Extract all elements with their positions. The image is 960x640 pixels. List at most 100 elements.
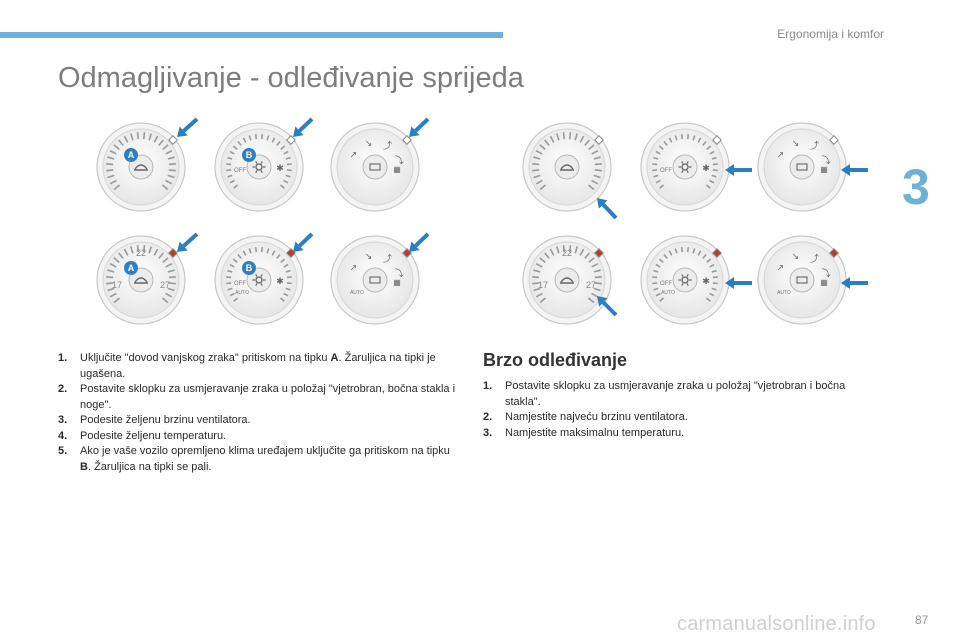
- dial-center: [672, 267, 698, 293]
- dial-tick: [153, 248, 159, 256]
- dial-tick: [535, 179, 543, 185]
- dial-tick: [562, 132, 566, 140]
- dial-tick: [229, 179, 235, 184]
- dial-tick: [549, 135, 555, 143]
- dial-tick: [533, 156, 541, 160]
- dial-tick: [271, 137, 276, 143]
- status-indicator: [402, 248, 412, 258]
- rear-screen-icon: [369, 163, 381, 171]
- dial-tick: [276, 141, 281, 146]
- air-distribution-icon: ↗: [350, 150, 358, 160]
- arrow-shaft: [182, 232, 199, 248]
- dial-tick: [227, 287, 233, 291]
- quick-defrost-list: 1.Postavite sklopku za usmjeravanje zrak…: [483, 379, 868, 441]
- air-distribution-icon: ↗: [777, 263, 785, 273]
- dial-tick: [584, 139, 590, 146]
- dial-tick: [162, 257, 169, 263]
- dial-tick: [697, 250, 702, 256]
- air-distribution-icon: ↘: [365, 251, 373, 261]
- fan-blade: [686, 283, 689, 286]
- dial-tick: [692, 135, 696, 141]
- arrow-head: [725, 164, 734, 176]
- status-indicator: [594, 135, 604, 145]
- button-badge: [242, 148, 256, 162]
- off-label: OFF: [234, 168, 246, 174]
- dial-tick: [587, 184, 595, 191]
- dial-tick: [663, 141, 668, 146]
- dial-tick: [107, 287, 115, 292]
- dial-tick: [106, 163, 114, 166]
- dial-tick: [248, 248, 252, 254]
- dial-tick: [158, 139, 164, 146]
- status-indicator: [286, 248, 296, 258]
- dial-tick: [161, 184, 169, 191]
- dial-tick: [593, 269, 601, 273]
- dial-tick: [658, 258, 664, 263]
- pointer-arrow: [597, 198, 618, 220]
- arrow-head: [841, 277, 850, 289]
- procedure-step: 5.Ako je vaše vozilo opremljeno klima ur…: [58, 445, 450, 473]
- dial-tick: [280, 145, 286, 150]
- rear-screen-icon: [369, 276, 381, 284]
- status-indicator: [829, 248, 839, 258]
- temp-mid-label: 22: [136, 248, 146, 258]
- dial-tick: [579, 135, 585, 143]
- windscreen-icon: ▦: [393, 278, 401, 287]
- air-distribution-icon: ↗: [350, 263, 358, 273]
- arrow-shaft: [414, 232, 430, 248]
- arrow-head: [409, 126, 420, 137]
- dial-tick: [106, 276, 114, 279]
- off-label: OFF: [660, 281, 672, 287]
- fan-icon: [681, 163, 689, 171]
- procedure-step: 3.Podesite željenu brzinu ventilatora.: [58, 414, 251, 426]
- fan-blade: [681, 274, 684, 277]
- dial-tick: [266, 135, 270, 141]
- dial-tick: [549, 248, 555, 256]
- dial-tick: [532, 276, 540, 279]
- air-distribution-icon: ↘: [365, 138, 373, 148]
- fan-blade: [681, 170, 684, 173]
- windscreen-icon: ▦: [820, 165, 828, 174]
- dial-tick: [711, 156, 717, 160]
- fan-blade: [255, 283, 258, 286]
- dial-tick: [165, 149, 173, 155]
- temp-min-label: 17: [538, 280, 548, 290]
- dial-tick: [285, 269, 291, 273]
- fan-blade: [681, 161, 684, 164]
- dial-tick: [594, 163, 602, 166]
- procedure-list: 1.Uključite "dovod vanjskog zraka" priti…: [58, 351, 456, 475]
- auto-label: AUTO: [661, 290, 675, 296]
- pointer-arrow: [597, 296, 618, 317]
- dial-tick: [668, 250, 673, 256]
- dial-tick: [702, 141, 707, 146]
- arrow-shaft: [298, 232, 314, 248]
- dial-tick: [655, 179, 661, 184]
- arrow-shaft: [601, 300, 618, 317]
- dial-tick: [279, 297, 285, 302]
- air-distribution-icon: ⤵: [395, 156, 404, 166]
- dial-tick: [535, 292, 543, 298]
- dial-tick: [168, 276, 176, 279]
- dial-tick: [167, 156, 175, 160]
- dial-tick: [233, 297, 239, 302]
- temp-min-label: 17: [112, 280, 122, 290]
- air-distribution-icon: ↘: [792, 251, 800, 261]
- status-indicator: [168, 135, 178, 145]
- dial-tick: [663, 254, 668, 259]
- dial-tick: [653, 287, 659, 291]
- dial-tick: [153, 135, 159, 143]
- dial-tick: [113, 144, 120, 150]
- dial-tick: [556, 246, 560, 254]
- dial-tick: [539, 144, 546, 150]
- dial-tick: [692, 248, 696, 254]
- dial-tick: [588, 144, 595, 150]
- climate-dial: OFF✱: [640, 122, 730, 212]
- dial-tick: [658, 145, 664, 150]
- dial-center: [672, 154, 698, 180]
- dial-tick: [167, 174, 175, 179]
- dial-tick: [709, 179, 715, 184]
- dial-center: [246, 267, 272, 293]
- dial-center: [362, 154, 388, 180]
- dial-tick: [113, 184, 121, 191]
